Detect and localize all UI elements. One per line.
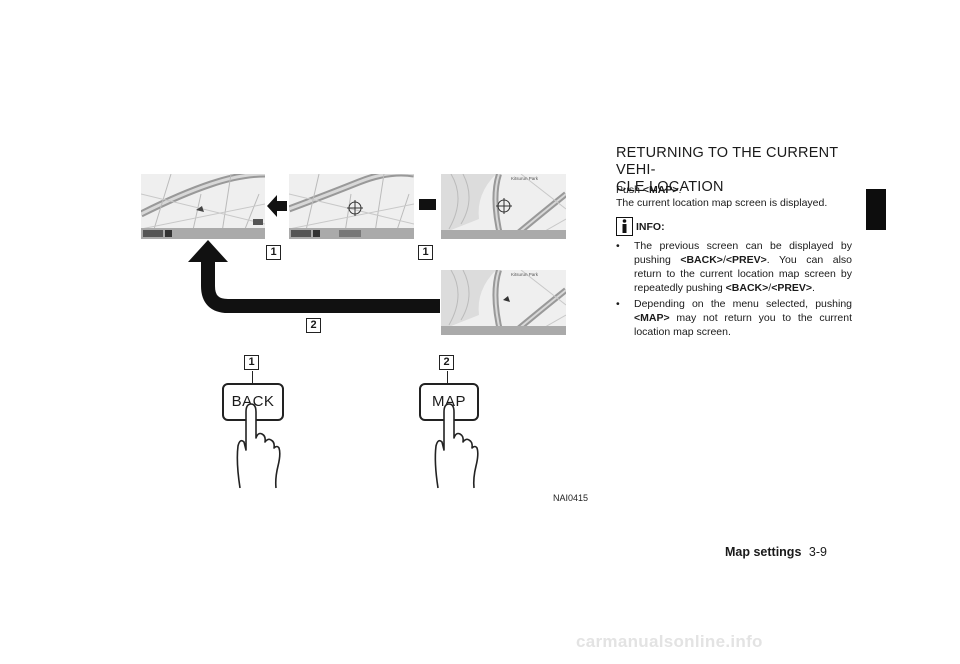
footer-section-name: Map settings [725, 545, 802, 559]
leader-line-map [447, 371, 448, 383]
result-text: The current location map screen is displ… [616, 197, 828, 209]
info-bullet-1: • The previous screen can be displayed b… [616, 240, 852, 294]
hand-pressing-map-icon [434, 403, 479, 489]
watermark: carmanualsonline.info [576, 632, 763, 651]
section-heading: RETURNING TO THE CURRENT VEHI- CLE LOCAT… [616, 145, 839, 195]
push-instruction: Push <MAP>. [616, 184, 682, 196]
figure-code: NAI0415 [553, 493, 589, 503]
info-label: INFO: [636, 221, 665, 233]
info-bullet-2: • Depending on the menu selected, pushin… [616, 298, 852, 338]
badge-2-map-button: 2 [439, 355, 454, 370]
hand-pressing-back-icon [236, 403, 281, 489]
map-screen-current-location: Kitsurun Park [441, 174, 566, 239]
arrow-left-icon [267, 195, 287, 217]
map-screen-previous [141, 174, 265, 239]
chapter-tab-marker [866, 189, 886, 230]
dash-symbol [419, 199, 436, 210]
map-park-label: Kitsurun Park [511, 272, 539, 277]
badge-1-under-right-map: 1 [418, 245, 433, 260]
return-arrow-icon [188, 240, 440, 313]
badge-2-return: 2 [306, 318, 321, 333]
leader-line-back [252, 371, 253, 383]
badge-1-back-button: 1 [244, 355, 259, 370]
footer-page-number: 3-9 [808, 545, 827, 559]
map-screen-scrolled [289, 174, 414, 239]
map-park-label: Kitsurun Park [511, 176, 539, 181]
map-screen-returned: Kitsurun Park [441, 270, 566, 335]
page-footer: Map settings 3-9 [725, 545, 827, 559]
info-icon [616, 217, 633, 236]
badge-1-under-middle-map: 1 [266, 245, 281, 260]
